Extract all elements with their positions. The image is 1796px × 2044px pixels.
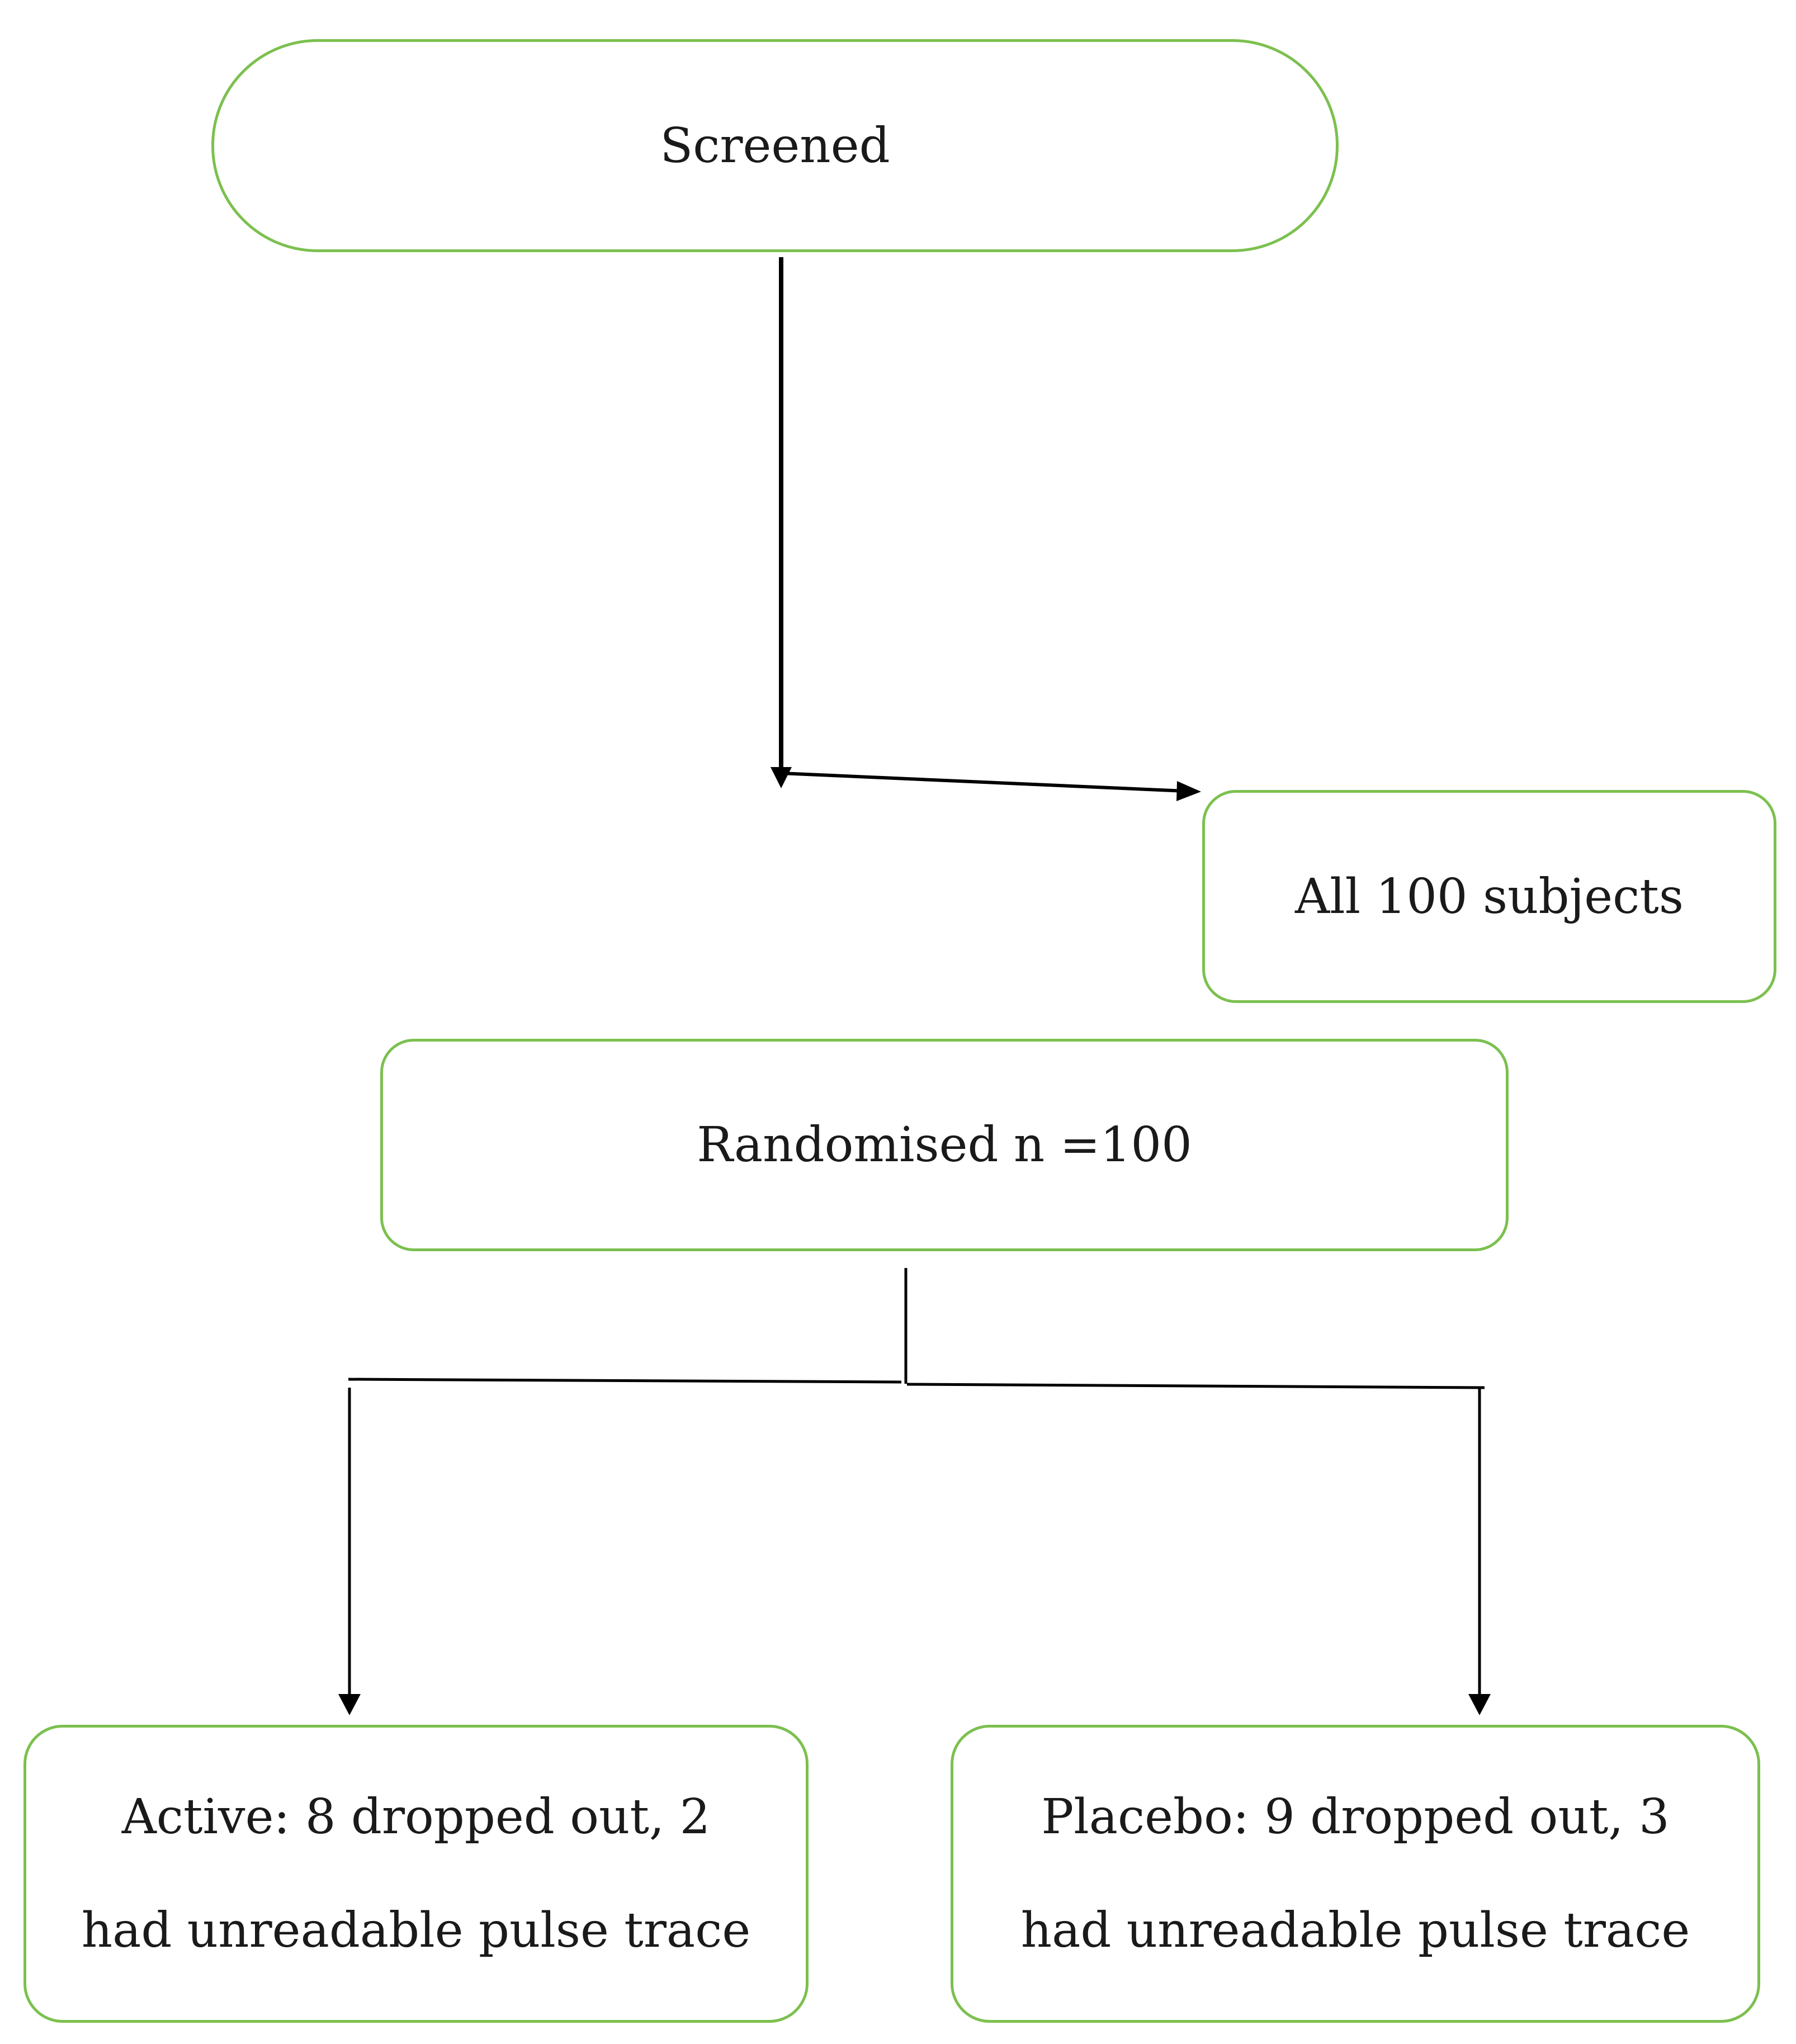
screened-node: Screened bbox=[211, 39, 1339, 252]
randomised-node: Randomised n =100 bbox=[380, 1039, 1509, 1251]
screened-label: Screened bbox=[660, 117, 890, 174]
arrowhead-screened-down bbox=[771, 767, 792, 788]
all-subjects-node: All 100 subjects bbox=[1202, 790, 1776, 1003]
arrow-to-all-subjects bbox=[781, 772, 1186, 793]
all-subjects-label: All 100 subjects bbox=[1295, 868, 1684, 925]
arrowhead-to-placebo bbox=[1468, 1694, 1491, 1715]
connector-split-right bbox=[906, 1383, 1485, 1389]
arrowhead-to-all-subjects bbox=[1176, 781, 1201, 801]
randomised-label: Randomised n =100 bbox=[697, 1117, 1192, 1173]
placebo-arm-line-2: had unreadable pulse trace bbox=[1020, 1903, 1690, 1958]
placebo-arm-line-1: Placebo: 9 dropped out, 3 bbox=[1041, 1789, 1670, 1845]
connector-split-left bbox=[348, 1378, 902, 1384]
active-arm-line-2: had unreadable pulse trace bbox=[81, 1903, 751, 1958]
active-arm-node: Active: 8 dropped out, 2 had unreadable … bbox=[23, 1725, 809, 2023]
active-arm-line-1: Active: 8 dropped out, 2 bbox=[121, 1789, 711, 1845]
arrowhead-to-active bbox=[338, 1694, 361, 1715]
placebo-arm-node: Placebo: 9 dropped out, 3 had unreadable… bbox=[951, 1725, 1760, 2023]
